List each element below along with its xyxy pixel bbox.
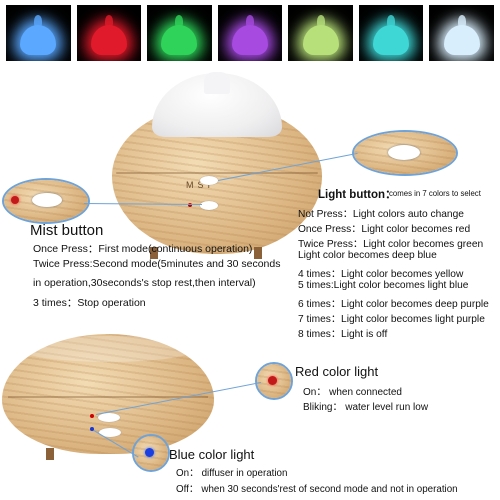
diffuser-bottom-mist-button — [99, 428, 121, 437]
color-swatch-strip — [6, 5, 495, 61]
color-swatch-purple — [217, 5, 283, 61]
zoom-mist-button — [32, 193, 62, 207]
mist-line-1: Once Press：First mode(continuous operati… — [33, 243, 253, 255]
red-light-line-1: On： when connected — [303, 387, 402, 398]
diffuser-bottom-red-led — [90, 414, 94, 418]
color-swatch-red — [76, 5, 142, 61]
diffuser-top-seam — [116, 172, 318, 174]
blue-light-line-1: On： diffuser in operation — [176, 468, 288, 479]
blue-light-line-2: Off： when 30 seconds'rest of second mode… — [176, 484, 458, 495]
light-line-1: Not Press：Light colors auto change — [298, 209, 464, 220]
light-line-3: Twice Press：Light color becomes green — [298, 239, 484, 250]
swatch-glow — [20, 15, 57, 55]
red-led-zoom — [255, 362, 293, 400]
red-light-title: Red color light — [295, 364, 379, 379]
light-line-6: 5 times:Light color becomes light blue — [298, 280, 469, 291]
color-swatch-blue — [6, 5, 71, 61]
light-button-subtitle: comes in 7 colors to select — [389, 189, 481, 198]
light-line-9: 8 times：Light is off — [298, 329, 388, 340]
mist-line-3: in operation,30seconds's stop rest,then … — [33, 277, 256, 289]
diffuser-top-leg-right — [254, 247, 262, 259]
color-swatch-yellow — [288, 5, 353, 61]
mist-button-zoom — [2, 178, 90, 224]
swatch-glow — [232, 15, 269, 55]
diffuser-bottom-top-highlight — [20, 336, 196, 362]
zoom-blue-led — [145, 448, 154, 457]
zoom-light-button — [388, 145, 420, 160]
light-line-5: 4 times：Light color becomes yellow — [298, 269, 464, 280]
zoom-red-led — [268, 376, 277, 385]
diffuser-top-light-button — [200, 176, 218, 185]
light-button-zoom — [352, 130, 458, 176]
diffuser-bottom-blue-led — [90, 427, 94, 431]
color-swatch-light-blue — [358, 5, 424, 61]
light-button-title: Light button： — [318, 189, 397, 201]
light-line-2: Once Press：Light color becomes red — [298, 224, 471, 235]
color-swatch-green — [147, 5, 212, 61]
swatch-glow — [161, 15, 198, 55]
diffuser-top-mist-button — [200, 201, 218, 210]
light-line-4: Light color becomes deep blue — [298, 250, 437, 261]
zoom-red-led — [11, 196, 19, 204]
swatch-glow — [373, 15, 410, 55]
mist-line-2: Twice Press:Second mode(5minutes and 30 … — [33, 258, 281, 270]
diffuser-top-leg-left — [150, 247, 158, 259]
color-swatch-white — [429, 5, 495, 61]
mist-button-title: Mist button — [30, 222, 104, 239]
blue-led-zoom — [132, 434, 170, 472]
diffuser-bottom-light-button — [98, 413, 120, 422]
light-line-7: 6 times：Light color becomes deep purple — [298, 299, 489, 310]
diffuser-bottom-leg-left — [46, 448, 54, 460]
device-label: MSI — [186, 180, 215, 190]
swatch-glow — [90, 15, 127, 55]
swatch-glow — [443, 15, 480, 55]
diffuser-bottom-seam — [8, 396, 208, 398]
swatch-glow — [302, 15, 339, 55]
diffuser-top-nozzle — [204, 72, 230, 94]
blue-light-title: Blue color light — [169, 447, 255, 462]
red-light-line-2: Bliking： water level run low — [303, 402, 429, 413]
diffuser-top-indicator-dot — [188, 203, 192, 207]
light-line-8: 7 times：Light color becomes light purple — [298, 314, 485, 325]
mist-line-4: 3 times：Stop operation — [33, 297, 146, 309]
